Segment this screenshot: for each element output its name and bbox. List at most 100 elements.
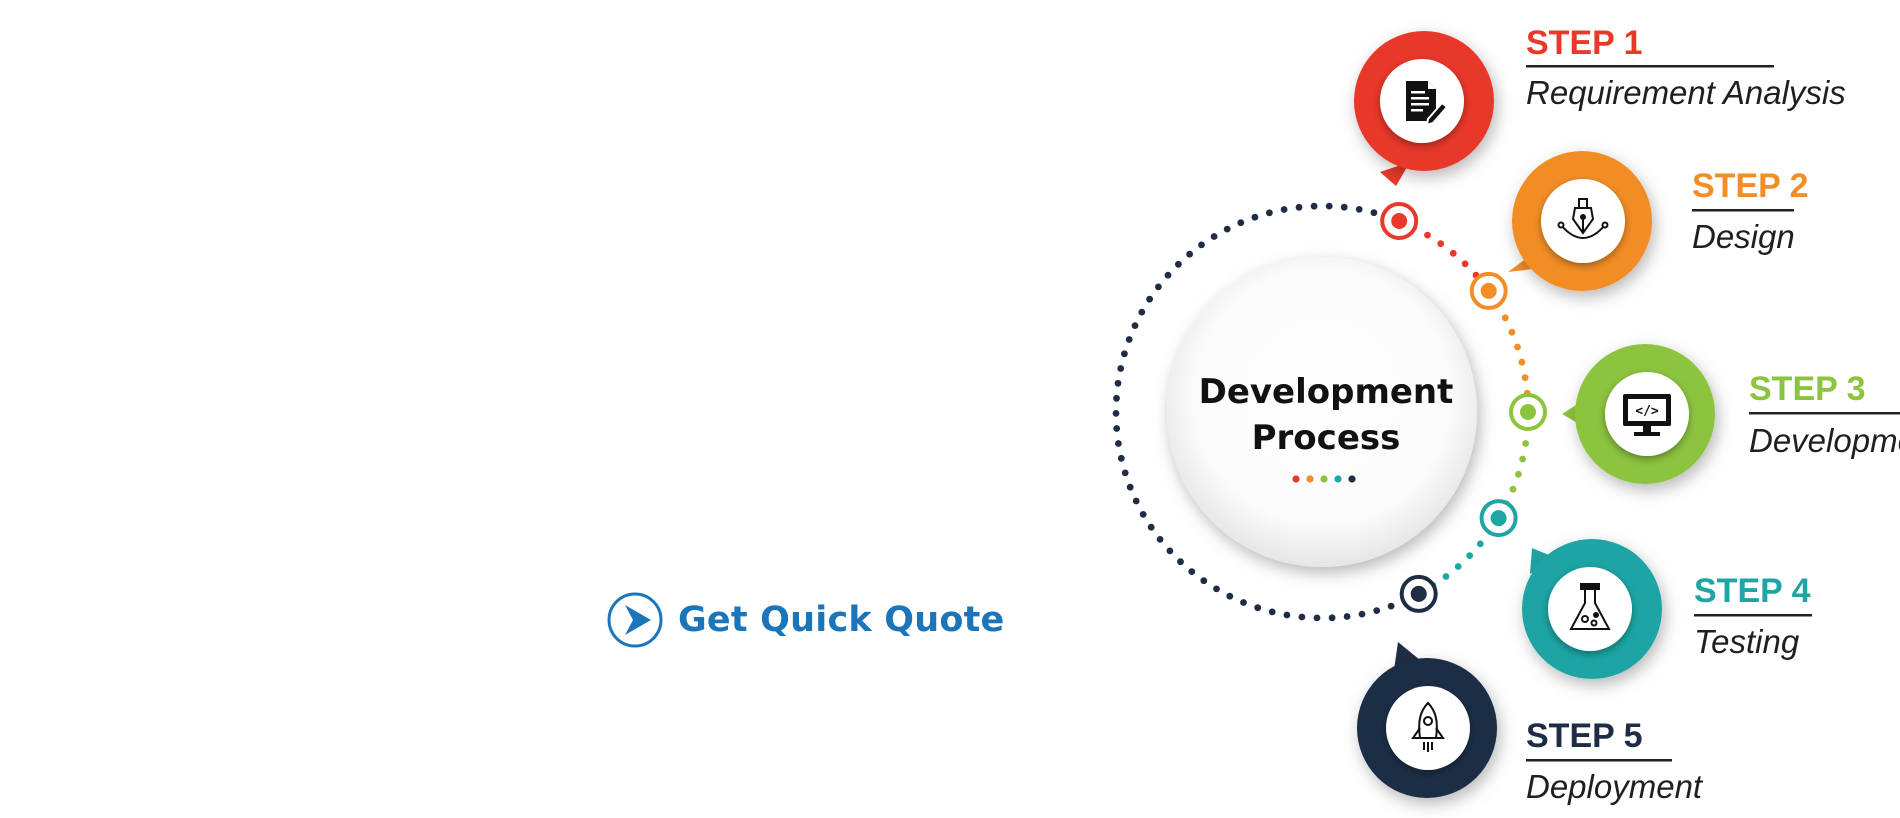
ring-dot (1226, 592, 1234, 600)
ring-dot (1210, 233, 1218, 240)
ring-dot (1147, 523, 1155, 531)
center-title-line1: Development (1199, 372, 1454, 412)
ring-dot (1115, 440, 1122, 447)
ring-dot (1313, 614, 1321, 622)
ring-dot (1454, 563, 1462, 570)
ring-dot (1126, 483, 1134, 491)
center-hub: Development Process (1167, 257, 1477, 567)
ring-dot (1424, 231, 1431, 239)
ring-dot (1139, 511, 1147, 518)
ring-marker-step-2 (1469, 271, 1508, 310)
step-5-subtitle: Deployment (1526, 768, 1704, 805)
ring-dot (1266, 209, 1273, 217)
rocket-icon (1411, 701, 1445, 752)
ring-dot (1125, 336, 1133, 343)
ring-dot (1112, 410, 1120, 417)
ring-dot (1437, 240, 1445, 248)
ring-dot (1186, 250, 1193, 258)
ring-dot (1295, 203, 1303, 211)
center-color-dot (1348, 475, 1356, 483)
get-quick-quote-button[interactable]: Get Quick Quote (606, 590, 1004, 650)
ring-dot (1515, 470, 1522, 478)
ring-dot (1340, 203, 1348, 211)
ring-dot (1521, 374, 1529, 381)
ring-dot (1237, 219, 1245, 227)
center-color-dot (1292, 475, 1300, 483)
document-edit-icon (1406, 81, 1449, 127)
ring-dot (1200, 577, 1208, 585)
step-1-badge (1354, 31, 1494, 186)
ring-dot (1280, 206, 1288, 213)
ring-dot (1213, 585, 1220, 593)
svg-text:</>: </> (1635, 404, 1659, 419)
step-4-subtitle: Testing (1694, 623, 1800, 660)
center-color-dot (1334, 475, 1342, 483)
ring-dot (1251, 213, 1259, 221)
ring-dot (1114, 379, 1122, 387)
ring-dot (1518, 358, 1526, 366)
ring-dot (1509, 485, 1517, 493)
flask-icon (1569, 583, 1611, 630)
pen-nib-icon (1557, 198, 1609, 239)
ring-dot (1268, 608, 1276, 616)
ring-dot (1198, 241, 1205, 249)
code-monitor-icon: </> (1623, 394, 1671, 436)
center-color-dot (1306, 475, 1314, 483)
ring-dot (1501, 314, 1509, 322)
step-4-title: STEP 4 (1694, 572, 1811, 610)
ring-marker-step-3 (1509, 393, 1547, 431)
ring-dot (1138, 308, 1146, 316)
ring-dot (1121, 469, 1129, 477)
ring-dot (1466, 552, 1474, 559)
center-title-line2: Process (1252, 418, 1401, 458)
center-color-dot (1320, 475, 1328, 483)
ring-marker-step-4 (1479, 499, 1518, 538)
step-1-subtitle: Requirement Analysis (1526, 74, 1846, 111)
get-quick-quote-label: Get Quick Quote (678, 600, 1005, 640)
ring-dot (1343, 613, 1351, 620)
ring-dot (1254, 604, 1262, 612)
step-3-title: STEP 3 (1749, 370, 1866, 408)
step-4-badge (1522, 539, 1662, 679)
ring-markers (1380, 202, 1547, 613)
step-2-title: STEP 2 (1692, 167, 1809, 205)
step-3-badge: </> (1562, 344, 1715, 484)
ring-dot (1166, 547, 1174, 555)
ring-dot (1113, 425, 1121, 432)
ring-dot (1476, 540, 1484, 548)
ring-dot (1508, 328, 1516, 336)
ring-dot (1449, 249, 1457, 257)
step-5-title: STEP 5 (1526, 717, 1643, 755)
ring-dot (1522, 440, 1529, 447)
ring-dot (1155, 283, 1162, 291)
step-2-subtitle: Design (1692, 218, 1795, 255)
ring-dot (1298, 613, 1306, 621)
ring-marker-step-1 (1380, 202, 1419, 240)
ring-dot (1328, 614, 1336, 622)
ring-dot (1442, 573, 1450, 580)
ring-dot (1387, 602, 1395, 610)
dotted-process-ring (1112, 202, 1531, 622)
ring-dot (1283, 611, 1291, 619)
ring-dot (1175, 260, 1182, 268)
ring-dot (1146, 295, 1153, 303)
ring-dot (1370, 209, 1378, 217)
ring-dot (1121, 350, 1128, 358)
ring-dot (1325, 202, 1333, 210)
ring-dot (1156, 536, 1164, 543)
ring-dot (1240, 599, 1247, 606)
ring-dot (1177, 558, 1184, 566)
ring-marker-step-5 (1399, 574, 1438, 613)
step-labels: STEP 1 Requirement Analysis STEP 2 Desig… (1526, 24, 1900, 805)
play-arrow-circle-icon (607, 592, 663, 648)
ring-dot (1117, 365, 1125, 372)
ring-dot (1223, 225, 1231, 233)
ring-dot (1514, 343, 1521, 351)
ring-dot (1164, 271, 1172, 279)
step-2-badge (1508, 151, 1652, 291)
ring-dot (1358, 610, 1366, 618)
ring-dot (1461, 260, 1469, 268)
step-1-title: STEP 1 (1526, 24, 1643, 62)
ring-dot (1113, 394, 1120, 402)
